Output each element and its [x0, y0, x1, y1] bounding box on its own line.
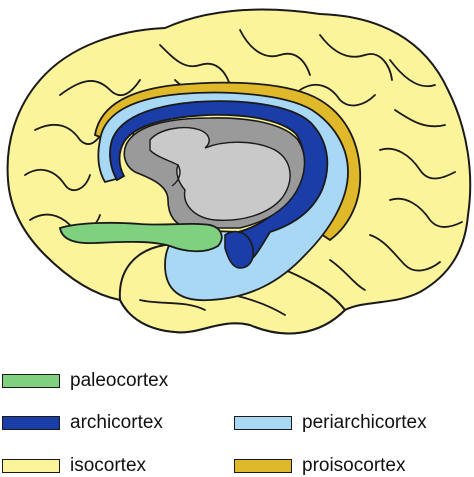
periarchicortex-swatch — [234, 416, 292, 430]
sulci-lines — [24, 29, 463, 316]
thalamus — [149, 127, 291, 222]
legend-item-isocortex: isocortex — [2, 455, 146, 477]
legend-item-proisocortex: proisocortex — [234, 455, 406, 477]
legend-item-paleocortex: paleocortex — [2, 370, 168, 392]
thalamus-notch — [171, 164, 181, 187]
legend-label-archicortex: archicortex — [70, 412, 163, 433]
isocortex-swatch — [2, 459, 60, 473]
legend-label-paleocortex: paleocortex — [70, 370, 169, 391]
hippocampus-archicortex — [224, 230, 255, 269]
paleocortex-region — [58, 221, 223, 253]
legend-label-proisocortex: proisocortex — [302, 455, 406, 476]
archicortex-swatch — [2, 416, 60, 430]
legend-label-periarchicortex: periarchicortex — [302, 412, 427, 433]
legend-item-archicortex: archicortex — [2, 412, 163, 434]
legend-label-isocortex: isocortex — [70, 455, 147, 476]
paleocortex-swatch — [2, 374, 60, 388]
proisocortex-swatch — [234, 459, 292, 473]
legend-item-periarchicortex: periarchicortex — [234, 412, 427, 434]
